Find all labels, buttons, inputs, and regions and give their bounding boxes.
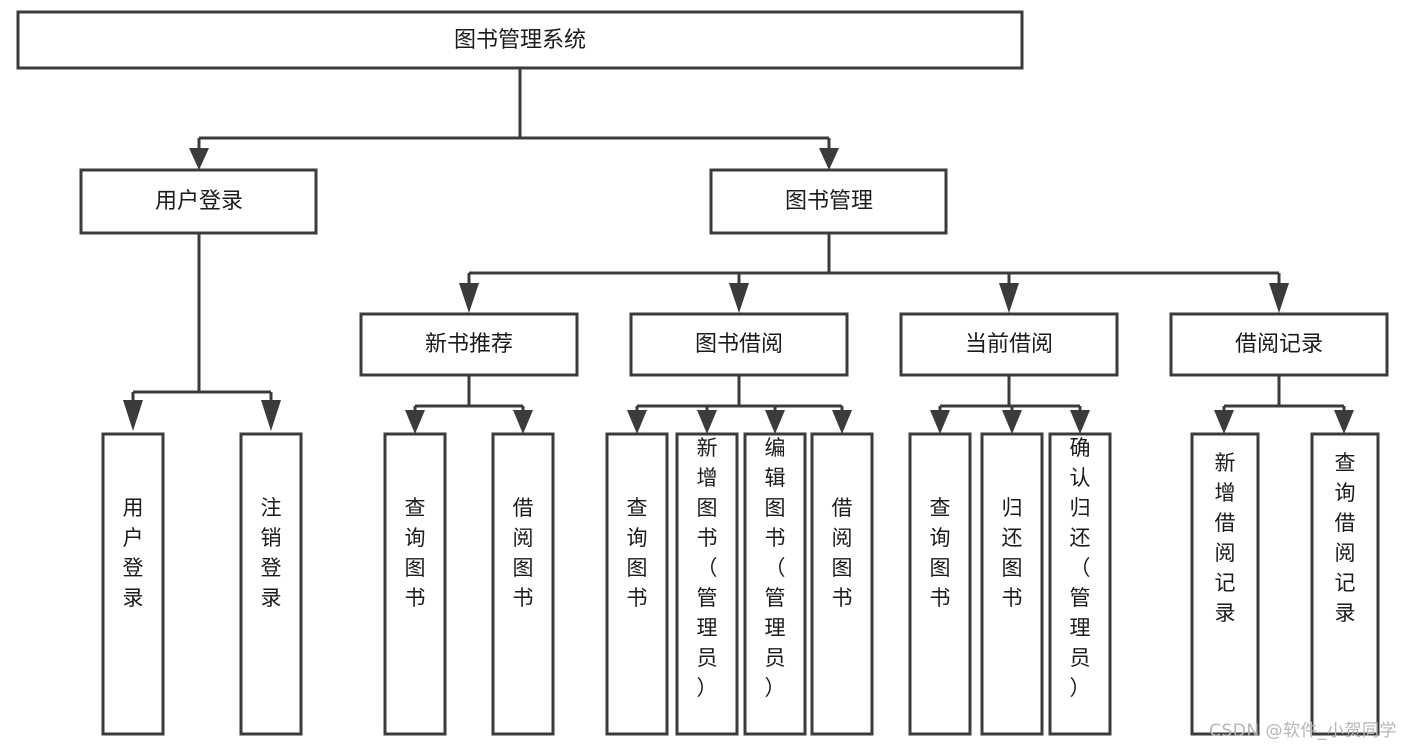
arrow-head-leaf-bb-3 [765,410,785,434]
leaf-query-book-1-box[interactable] [383,432,447,736]
arrow-head-book-borrow [729,283,749,313]
leaf-node[interactable]: 新增借阅记录 [1190,432,1260,736]
arrow-head-leaf-newbook-1 [405,410,425,434]
connector-group-book-borrow [627,375,852,434]
arrow-head-new-book [459,283,479,313]
leaf-node[interactable]: 借阅图书 [491,432,555,736]
leaf-node[interactable]: 新增图书（管理员） [675,432,739,736]
arrow-head-leaf-newbook-2 [513,410,533,434]
arrow-head-leaf-br-2 [1334,410,1354,434]
arrow-head-book-manage [819,148,839,170]
leaf-edit-book-label: 编辑图书（管理员） [765,436,786,700]
leaf-query-book-2-box[interactable] [605,432,669,736]
node-user-login-box[interactable] [79,168,318,235]
node-user-login-label: 用户登录 [155,189,243,214]
leaf-user-login-label: 用户登录 [123,496,144,610]
leaf-return-book-box[interactable] [980,432,1044,736]
node-root-box[interactable] [16,10,1024,70]
node-root-label: 图书管理系统 [454,28,586,53]
arrow-head-leaf-cb-3 [1070,410,1090,434]
node-new-book-recommend-label: 新书推荐 [425,332,513,357]
arrow-head-current-borrow [999,283,1019,313]
leaf-add-record-label: 新增借阅记录 [1215,451,1236,625]
csdn-watermark: CSDN @软件_小贺同学 [1209,721,1397,741]
node-book-borrow-label: 图书借阅 [695,332,783,357]
leaf-confirm-return-label: 确认归还（管理员） [1070,436,1091,700]
node-book-borrow[interactable]: 图书借阅 [629,312,849,377]
connector-group-root [189,68,839,170]
arrow-head-leaf-bb-1 [627,410,647,434]
leaf-confirm-return-box[interactable] [1048,432,1112,736]
node-book-borrow-box[interactable] [629,312,849,377]
leaf-node[interactable]: 查询图书 [605,432,669,736]
arrow-head-leaf-user-login-1 [123,400,143,431]
leaf-query-book-1-label: 查询图书 [405,496,426,610]
leaf-query-record-box[interactable] [1310,432,1380,736]
leaf-logout-label: 注销登录 [261,496,282,610]
node-book-manage-label: 图书管理 [785,189,873,214]
leaf-return-book-label: 归还图书 [1002,496,1023,610]
leaf-query-book-2-label: 查询图书 [627,496,648,610]
arrow-head-leaf-bb-4 [832,410,852,434]
leaf-add-book-label: 新增图书（管理员） [697,436,718,700]
connector-group-user-login [123,233,281,431]
node-borrow-record-label: 借阅记录 [1235,332,1323,357]
leaf-edit-book-box[interactable] [743,432,807,736]
arrow-head-leaf-cb-2 [1002,410,1022,434]
arrow-head-leaf-br-1 [1214,410,1234,434]
node-root[interactable]: 图书管理系统 [16,10,1024,70]
leaf-add-record-box[interactable] [1190,432,1260,736]
leaf-query-book-3-label: 查询图书 [930,496,951,610]
leaf-borrow-book-2-box[interactable] [810,432,874,736]
leaf-borrow-book-2-label: 借阅图书 [832,496,853,610]
node-current-borrow[interactable]: 当前借阅 [899,312,1119,377]
node-borrow-record-box[interactable] [1169,312,1389,377]
node-book-manage-box[interactable] [709,168,948,235]
leaf-node[interactable]: 查询图书 [908,432,972,736]
leaf-query-record-label: 查询借阅记录 [1335,451,1356,625]
node-new-book-recommend-box[interactable] [359,312,579,377]
leaf-node[interactable]: 借阅图书 [810,432,874,736]
connector-group-new-book [405,375,533,434]
leaf-node[interactable]: 归还图书 [980,432,1044,736]
arrow-head-leaf-bb-2 [697,410,717,434]
leaf-logout-box[interactable] [239,432,303,736]
leaf-user-login-box[interactable] [101,432,165,736]
node-book-manage[interactable]: 图书管理 [709,168,948,235]
arrow-head-leaf-user-login-2 [261,400,281,431]
node-new-book-recommend[interactable]: 新书推荐 [359,312,579,377]
leaf-node[interactable]: 注销登录 [239,432,303,736]
node-current-borrow-label: 当前借阅 [965,332,1053,357]
leaf-node[interactable]: 查询图书 [383,432,447,736]
leaf-node[interactable]: 查询借阅记录 [1310,432,1380,736]
leaf-node[interactable]: 编辑图书（管理员） [743,432,807,736]
leaf-borrow-book-1-label: 借阅图书 [513,496,534,610]
arrow-head-borrow-record [1269,283,1289,313]
connector-group-borrow-record [1214,375,1354,434]
leaf-add-book-box[interactable] [675,432,739,736]
connector-group-current-borrow [930,375,1090,434]
node-borrow-record[interactable]: 借阅记录 [1169,312,1389,377]
arrow-head-leaf-cb-1 [930,410,950,434]
leaf-borrow-book-1-box[interactable] [491,432,555,736]
node-user-login[interactable]: 用户登录 [79,168,318,235]
leaf-query-book-3-box[interactable] [908,432,972,736]
arrow-head-user-login [189,148,209,170]
leaf-node[interactable]: 确认归还（管理员） [1048,432,1112,736]
leaf-node[interactable]: 用户登录 [101,432,165,736]
node-current-borrow-box[interactable] [899,312,1119,377]
connector-group-book-manage [459,233,1289,313]
